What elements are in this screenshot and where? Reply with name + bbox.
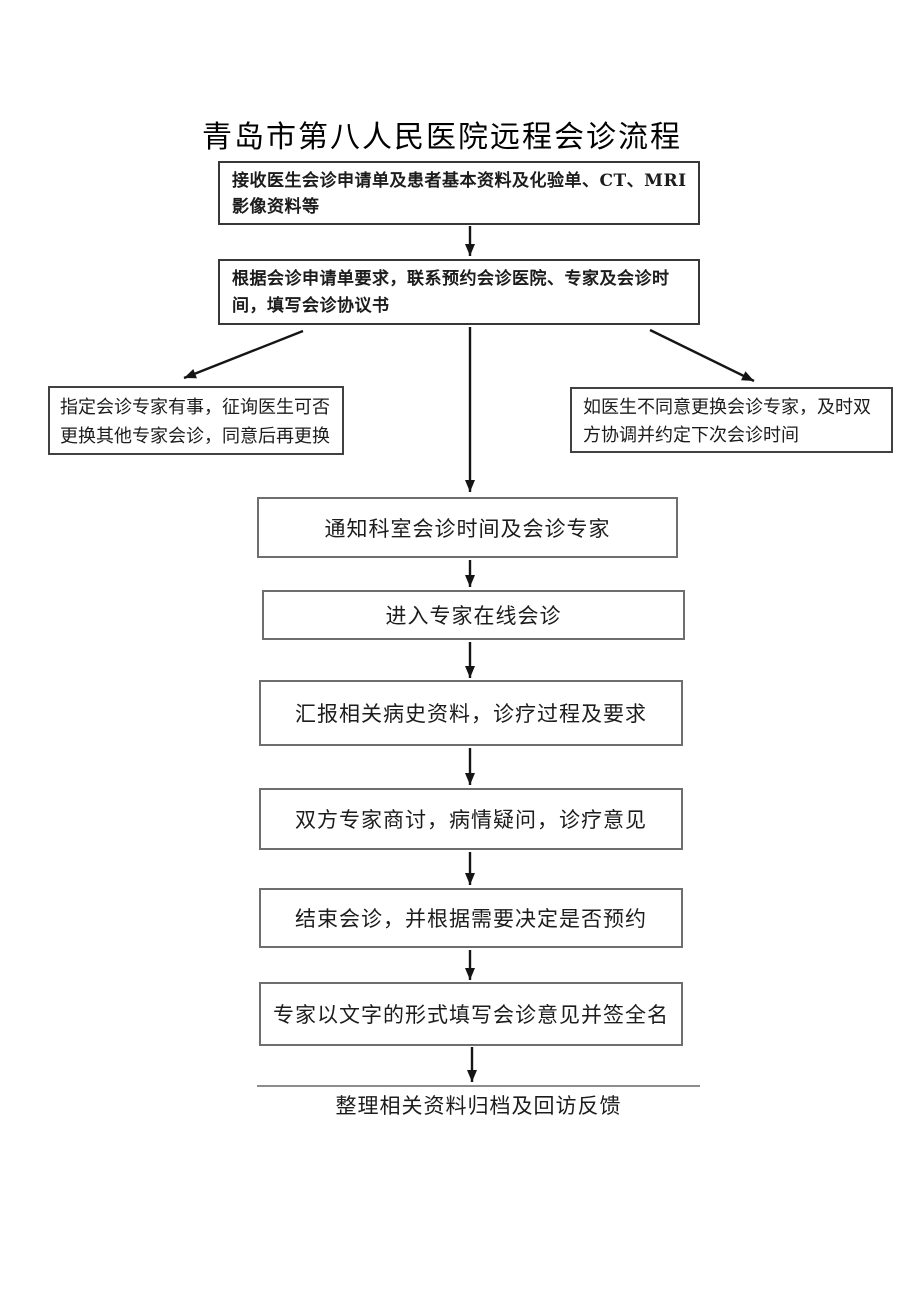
step-text-line: 影像资料等	[232, 197, 320, 217]
step-text-line: 更换其他专家会诊，同意后再更换	[60, 426, 330, 447]
step-report-history-box: 汇报相关病史资料，诊疗过程及要求	[259, 680, 683, 746]
step-experts-discuss-box: 双方专家商讨，病情疑问，诊疗意见	[259, 788, 683, 850]
step-text: 专家以文字的形式填写会诊意见并签全名	[273, 1003, 669, 1027]
step-receive-materials-box: 接收医生会诊申请单及患者基本资料及化验单、CT、MRI 影像资料等	[218, 161, 700, 225]
step-doctor-disagrees-box: 如医生不同意更换会诊专家，及时双 方协调并约定下次会诊时间	[570, 387, 893, 453]
step-text-line: 间，填写会诊协议书	[232, 296, 390, 316]
arrow-diagonal-left-icon	[183, 329, 304, 380]
step-text-line: 如医生不同意更换会诊专家，及时双	[583, 397, 871, 418]
step-enter-online-consult-box: 进入专家在线会诊	[262, 590, 685, 640]
step-text-line: 根据会诊申请单要求，联系预约会诊医院、专家及会诊时	[232, 269, 670, 289]
step-text: 汇报相关病史资料，诊疗过程及要求	[295, 702, 647, 726]
step-notify-department-box: 通知科室会诊时间及会诊专家	[257, 497, 678, 558]
step-archive-feedback-label: 整理相关资料归档及回访反馈	[335, 1094, 622, 1118]
step-text: 通知科室会诊时间及会诊专家	[324, 516, 611, 541]
step-text-line: 方协调并约定下次会诊时间	[583, 425, 799, 446]
step-text: 双方专家商讨，病情疑问，诊疗意见	[295, 808, 647, 832]
step-text-line: 指定会诊专家有事，征询医生可否	[60, 397, 330, 418]
arrow-diagonal-right-icon	[649, 328, 755, 383]
step-contact-schedule-box: 根据会诊申请单要求，联系预约会诊医院、专家及会诊时 间，填写会诊协议书	[218, 259, 700, 325]
archive-box-top-border	[257, 1085, 700, 1087]
step-end-consult-box: 结束会诊，并根据需要决定是否预约	[259, 888, 683, 948]
step-write-opinion-box: 专家以文字的形式填写会诊意见并签全名	[259, 982, 683, 1046]
step-text: 结束会诊，并根据需要决定是否预约	[295, 907, 647, 931]
step-text-line: 接收医生会诊申请单及患者基本资料及化验单、CT、MRI	[232, 171, 687, 191]
step-text: 进入专家在线会诊	[385, 604, 562, 628]
page-title: 青岛市第八人民医院远程会诊流程	[202, 120, 682, 155]
step-expert-unavailable-box: 指定会诊专家有事，征询医生可否 更换其他专家会诊，同意后再更换	[48, 386, 344, 455]
